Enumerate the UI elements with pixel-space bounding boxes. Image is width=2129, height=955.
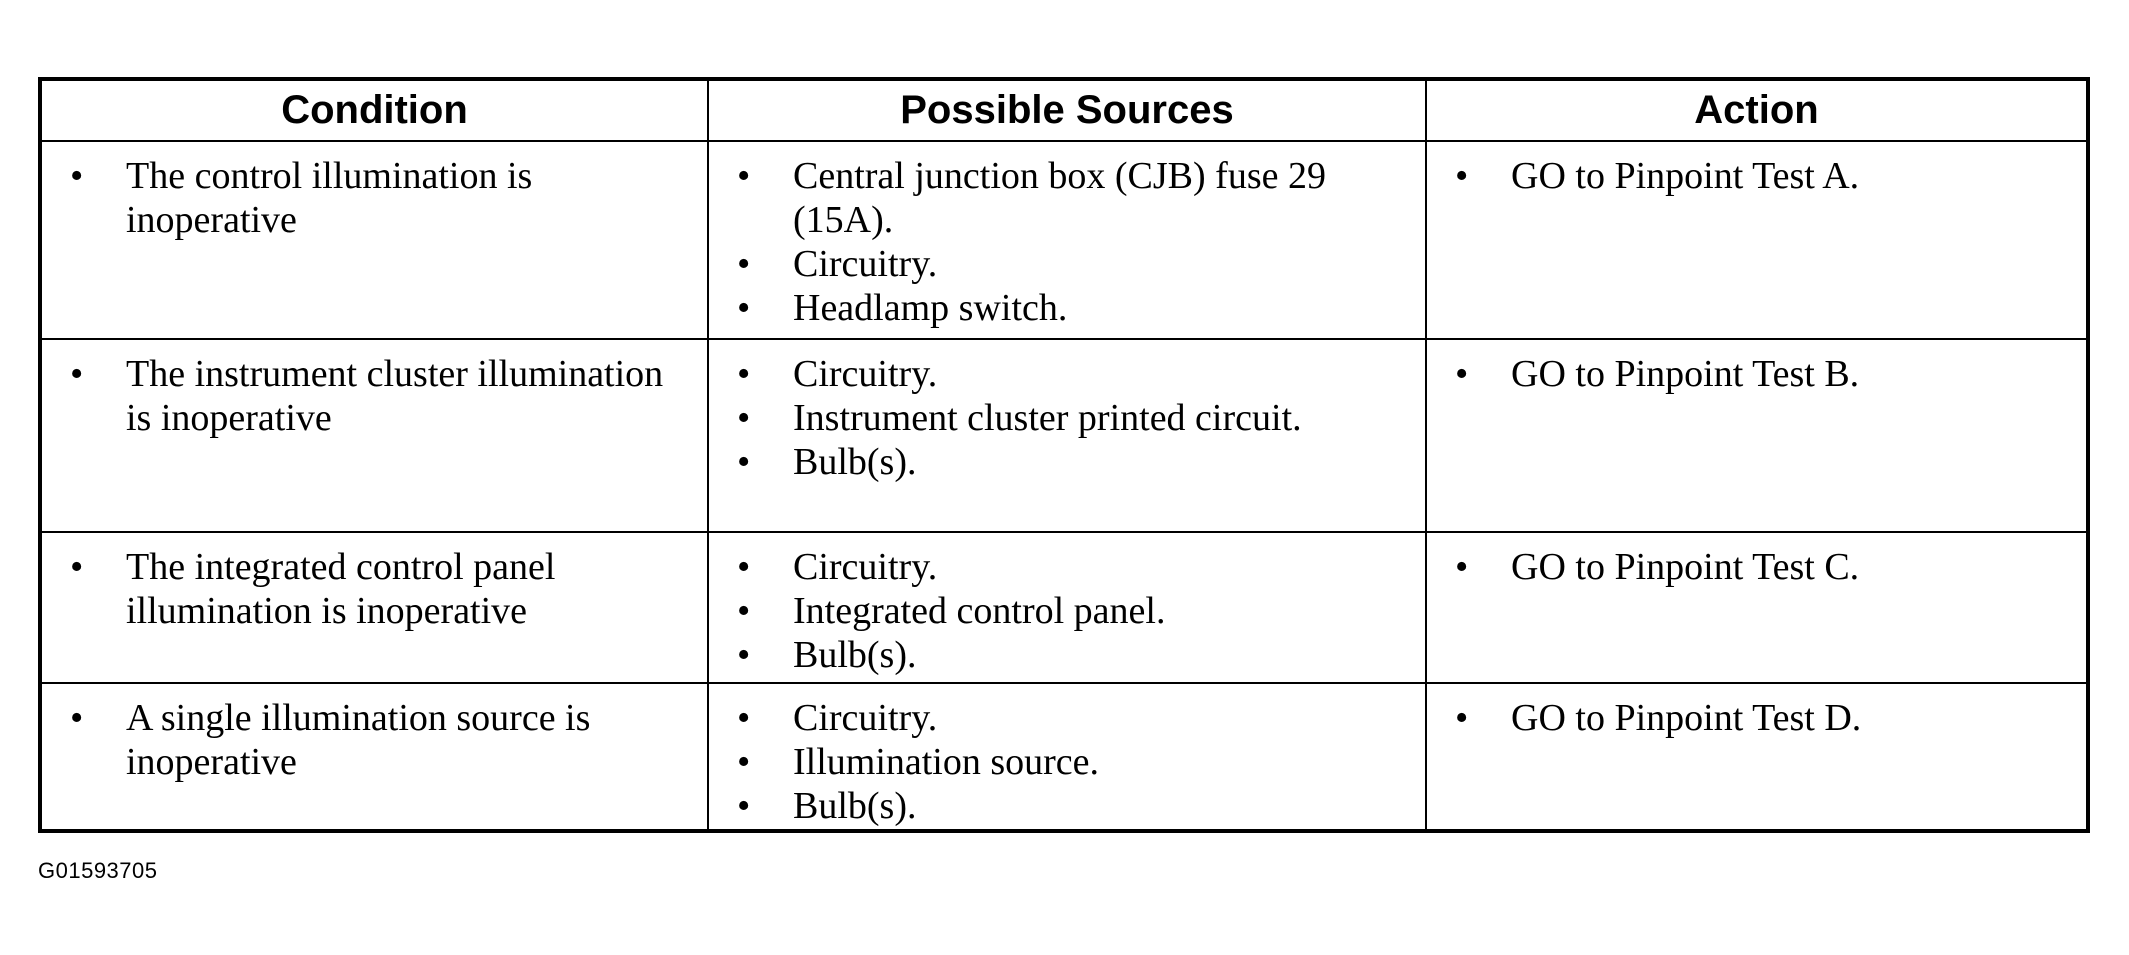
sources-cell: Circuitry. Illumination source. Bulb(s). <box>707 682 1427 833</box>
action-list: GO to Pinpoint Test B. <box>1427 340 2086 396</box>
list-item: Bulb(s). <box>729 633 1405 677</box>
sources-list: Circuitry. Instrument cluster printed ci… <box>709 340 1425 484</box>
condition-cell: The integrated control panel illuminatio… <box>42 531 709 684</box>
action-list: GO to Pinpoint Test D. <box>1427 684 2086 740</box>
condition-list: The control illumination is inoperative <box>42 142 707 242</box>
header-condition: Condition <box>42 81 709 142</box>
condition-list: The instrument cluster illumination is i… <box>42 340 707 440</box>
list-item: Circuitry. <box>729 352 1405 396</box>
list-item: Circuitry. <box>729 696 1405 740</box>
condition-cell: The control illumination is inoperative <box>42 140 709 340</box>
list-item: Headlamp switch. <box>729 286 1405 330</box>
list-item: The instrument cluster illumination is i… <box>62 352 687 440</box>
diagnosis-table: Condition Possible Sources Action The co… <box>38 77 2090 833</box>
symptom-chart: Condition Possible Sources Action The co… <box>42 81 2086 833</box>
list-item: The control illumination is inoperative <box>62 154 687 242</box>
sources-list: Circuitry. Integrated control panel. Bul… <box>709 533 1425 677</box>
sources-cell: Circuitry. Integrated control panel. Bul… <box>707 531 1427 684</box>
header-possible-sources: Possible Sources <box>707 81 1427 142</box>
list-item: A single illumination source is inoperat… <box>62 696 687 784</box>
list-item: Bulb(s). <box>729 440 1405 484</box>
table-row: The instrument cluster illumination is i… <box>42 338 2086 533</box>
table-row: The control illumination is inoperative … <box>42 140 2086 340</box>
action-cell: GO to Pinpoint Test C. <box>1425 531 2086 684</box>
list-item: GO to Pinpoint Test D. <box>1447 696 2066 740</box>
action-cell: GO to Pinpoint Test B. <box>1425 338 2086 533</box>
list-item: Bulb(s). <box>729 784 1405 828</box>
condition-list: A single illumination source is inoperat… <box>42 684 707 784</box>
list-item: The integrated control panel illuminatio… <box>62 545 687 633</box>
list-item: Illumination source. <box>729 740 1405 784</box>
sources-list: Central junction box (CJB) fuse 29 (15A)… <box>709 142 1425 330</box>
list-item: Circuitry. <box>729 545 1405 589</box>
action-cell: GO to Pinpoint Test A. <box>1425 140 2086 340</box>
header-action: Action <box>1425 81 2086 142</box>
sources-list: Circuitry. Illumination source. Bulb(s). <box>709 684 1425 828</box>
figure-id: G01593705 <box>38 858 158 883</box>
condition-cell: A single illumination source is inoperat… <box>42 682 709 833</box>
action-list: GO to Pinpoint Test A. <box>1427 142 2086 198</box>
condition-list: The integrated control panel illuminatio… <box>42 533 707 633</box>
list-item: Central junction box (CJB) fuse 29 (15A)… <box>729 154 1405 242</box>
table-row: A single illumination source is inoperat… <box>42 682 2086 833</box>
list-item: GO to Pinpoint Test B. <box>1447 352 2066 396</box>
condition-cell: The instrument cluster illumination is i… <box>42 338 709 533</box>
list-item: GO to Pinpoint Test C. <box>1447 545 2066 589</box>
list-item: Integrated control panel. <box>729 589 1405 633</box>
sources-cell: Circuitry. Instrument cluster printed ci… <box>707 338 1427 533</box>
action-cell: GO to Pinpoint Test D. <box>1425 682 2086 833</box>
sources-cell: Central junction box (CJB) fuse 29 (15A)… <box>707 140 1427 340</box>
action-list: GO to Pinpoint Test C. <box>1427 533 2086 589</box>
list-item: GO to Pinpoint Test A. <box>1447 154 2066 198</box>
table-row: The integrated control panel illuminatio… <box>42 531 2086 684</box>
list-item: Circuitry. <box>729 242 1405 286</box>
list-item: Instrument cluster printed circuit. <box>729 396 1405 440</box>
header-row: Condition Possible Sources Action <box>42 81 2086 142</box>
